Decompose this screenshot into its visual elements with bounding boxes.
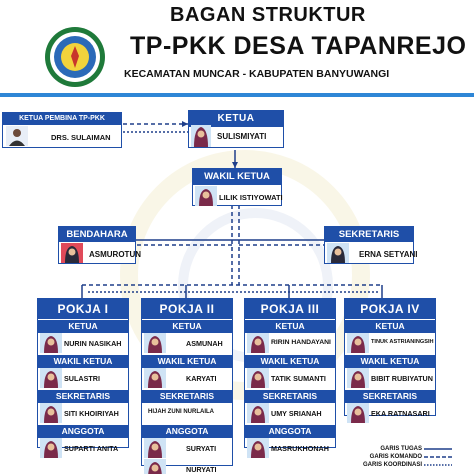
portrait-icon — [144, 368, 166, 388]
role-label: KETUA — [38, 320, 128, 333]
bendahara-box: BENDAHARA ASMUROTUN — [58, 226, 141, 264]
pokja-1-panel: POKJA I KETUA NURIN NASIKAH WAKIL KETUA … — [37, 298, 129, 458]
page-title-line2: TP-PKK DESA TAPANREJO — [130, 32, 467, 60]
portrait-icon — [327, 243, 349, 263]
ketua-title: KETUA — [189, 111, 283, 127]
member-name: MASRUKHONAH — [271, 444, 329, 453]
portrait-icon — [144, 333, 166, 353]
bendahara-name: ASMUROTUN — [89, 250, 141, 259]
member-name: ASMUNAH — [186, 339, 223, 348]
member-row: TINUK ASTRIANINGSIH — [345, 333, 435, 354]
member-name: SUPARTI ANITA — [64, 444, 119, 453]
portrait-icon — [40, 438, 62, 458]
portrait-icon — [247, 368, 269, 388]
pokja-3-panel: POKJA III KETUA RIRIN HANDAYANI WAKIL KE… — [244, 298, 336, 458]
member-row: SUPARTI ANITA — [38, 438, 128, 459]
pokja-title: POKJA I — [38, 299, 128, 319]
member-row: ASMUNAH — [142, 333, 232, 354]
role-label: KETUA — [245, 320, 335, 333]
legend-garis-komando: GARIS KOMANDO — [369, 454, 422, 460]
member-name: SITI KHOIRIYAH — [64, 409, 119, 418]
page-subtitle: KECAMATAN MUNCAR - KABUPATEN BANYUWANGI — [124, 68, 390, 80]
member-row: SITI KHOIRIYAH — [38, 403, 128, 424]
portrait-icon — [195, 186, 217, 206]
member-row: RIRIN HANDAYANI — [245, 333, 335, 354]
role-label: ANGGOTA — [38, 425, 128, 438]
role-label: KETUA — [345, 320, 435, 333]
sekretaris-title: SEKRETARIS — [325, 227, 413, 242]
member-row: TATIK SUMANTI — [245, 368, 335, 389]
sekretaris-box: SEKRETARIS ERNA SETYANI — [324, 226, 418, 264]
member-name: RIRIN HANDAYANI — [271, 339, 331, 346]
portrait-icon — [247, 403, 269, 423]
ketua-name: SULISMIYATI — [217, 132, 267, 141]
member-row: SULASTRI — [38, 368, 128, 389]
portrait-icon — [247, 333, 269, 353]
pokja-title: POKJA IV — [345, 299, 435, 319]
portrait-icon — [144, 438, 166, 458]
member-row: MASRUKHONAH — [245, 438, 335, 459]
pokja-title: POKJA III — [245, 299, 335, 319]
member-name: TINUK ASTRIANINGSIH — [371, 339, 434, 345]
role-label: ANGGOTA — [142, 425, 232, 438]
member-name: TATIK SUMANTI — [271, 374, 326, 383]
member-name: SURYATI — [186, 444, 217, 453]
portrait-icon — [40, 403, 62, 423]
pembina-name: DRS. SULAIMAN — [51, 133, 111, 142]
pembina-title: KETUA PEMBINA TP-PKK — [3, 113, 121, 125]
member-name: UMY SRIANAH — [271, 409, 322, 418]
portrait-icon — [40, 368, 62, 388]
wakil-ketua-title: WAKIL KETUA — [193, 169, 281, 185]
member-row: KARYATI — [142, 368, 232, 389]
pembina-box: KETUA PEMBINA TP-PKK DRS. SULAIMAN — [2, 112, 122, 148]
member-name: HIJAH ZUNI NURLAILA — [148, 409, 214, 415]
member-name: KARYATI — [186, 374, 217, 383]
member-row: HIJAH ZUNI NURLAILA — [142, 403, 232, 424]
header-divider — [0, 93, 474, 97]
member-name: NURYATI — [186, 465, 217, 474]
portrait-icon — [247, 438, 269, 458]
ketua-box: KETUA SULISMIYATI — [188, 110, 284, 148]
role-label: SEKRETARIS — [38, 390, 128, 403]
portrait-icon — [40, 333, 62, 353]
portrait-icon — [61, 243, 83, 263]
member-row: BIBIT RUBIYATUN — [345, 368, 435, 389]
member-name: BIBIT RUBIYATUN — [371, 374, 433, 383]
member-name: SULASTRI — [64, 374, 100, 383]
wakil-ketua-name: LILIK ISTIYOWATI — [219, 193, 283, 202]
pokja-4-panel: POKJA IV KETUA TINUK ASTRIANINGSIH WAKIL… — [344, 298, 436, 423]
legend-garis-tugas: GARIS TUGAS — [380, 446, 422, 452]
portrait-icon — [6, 126, 28, 146]
legend-garis-koordinasi: GARIS KOORDINASI — [362, 462, 422, 468]
district-seal-logo — [45, 27, 105, 87]
role-label: WAKIL KETUA — [345, 355, 435, 368]
role-label: WAKIL KETUA — [38, 355, 128, 368]
member-row: NURYATI — [142, 459, 232, 474]
portrait-icon — [347, 333, 369, 353]
role-label: ANGGOTA — [245, 425, 335, 438]
role-label: SEKRETARIS — [345, 390, 435, 403]
role-label: WAKIL KETUA — [245, 355, 335, 368]
member-name: EKA RATNASARI — [371, 409, 430, 418]
portrait-icon — [347, 403, 369, 423]
member-row: UMY SRIANAH — [245, 403, 335, 424]
member-name: NURIN NASIKAH — [64, 339, 122, 348]
role-label: WAKIL KETUA — [142, 355, 232, 368]
portrait-icon — [144, 459, 166, 474]
member-row: EKA RATNASARI — [345, 403, 435, 424]
bendahara-title: BENDAHARA — [59, 227, 135, 242]
page-title-line1: BAGAN STRUKTUR — [170, 4, 366, 26]
role-label: KETUA — [142, 320, 232, 333]
pokja-2-panel: POKJA II KETUA ASMUNAH WAKIL KETUA KARYA… — [141, 298, 233, 474]
portrait-icon — [347, 368, 369, 388]
member-row: SURYATI — [142, 438, 232, 459]
member-row: NURIN NASIKAH — [38, 333, 128, 354]
portrait-icon — [191, 125, 211, 147]
wakil-ketua-box: WAKIL KETUA LILIK ISTIYOWATI — [192, 168, 283, 206]
role-label: SEKRETARIS — [245, 390, 335, 403]
role-label: SEKRETARIS — [142, 390, 232, 403]
pokja-title: POKJA II — [142, 299, 232, 319]
sekretaris-name: ERNA SETYANI — [359, 250, 418, 259]
